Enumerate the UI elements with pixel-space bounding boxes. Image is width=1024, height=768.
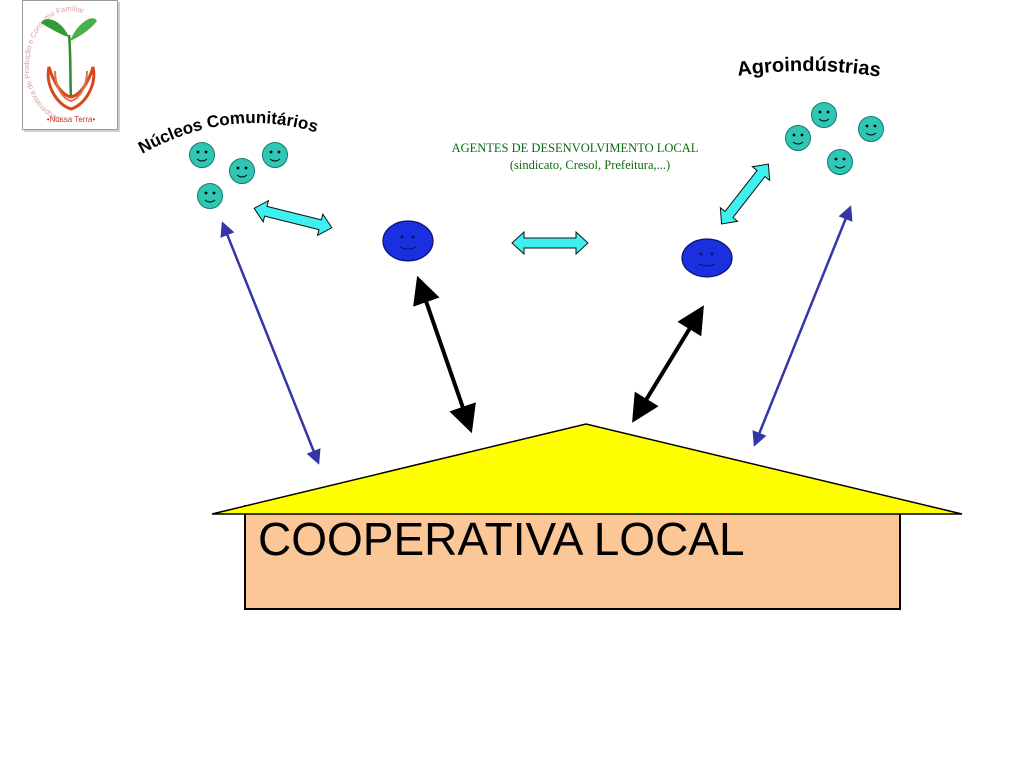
link-agroindustries-cooperative <box>752 205 853 447</box>
cooperative-logo: Cooperativa de Produção e Consumo Famili… <box>22 0 118 130</box>
smiley-face-icon <box>785 125 811 151</box>
smiley-face-icon <box>262 142 288 168</box>
double-arrow-icon <box>253 199 333 237</box>
smiley-face-icon <box>197 183 223 209</box>
cooperative-roof <box>211 423 963 515</box>
logo-bottom-text: •Nossa Terra• <box>47 115 96 124</box>
agroindustry-faces <box>785 102 884 175</box>
smiley-face-icon <box>858 116 884 142</box>
agent-face-right <box>681 238 733 278</box>
agents-note: AGENTES DE DESENVOLVIMENTO LOCAL (sindic… <box>405 140 745 174</box>
agent-face-left <box>382 220 434 262</box>
leaf-sprout-icon: Cooperativa de Produção e Consumo Famili… <box>23 4 97 124</box>
double-arrow-icon <box>719 163 771 225</box>
agroindustries-title: Agroindústrias <box>736 54 883 82</box>
agents-title: AGENTES DE DESENVOLVIMENTO LOCAL <box>451 141 699 155</box>
double-arrow-icon <box>511 230 589 256</box>
smiley-face-icon <box>827 149 853 175</box>
smiley-face-icon <box>811 102 837 128</box>
community-faces <box>189 142 288 209</box>
cooperative-label: COOPERATIVA LOCAL <box>258 513 745 565</box>
agents-examples: (sindicato, Cresol, Prefeitura,...) <box>509 158 671 172</box>
smiley-face-icon <box>229 158 255 184</box>
link-agent-right-cooperative <box>632 305 704 423</box>
cooperative-house-body <box>244 505 901 610</box>
link-communities-cooperative <box>220 221 321 465</box>
communities-title: Núcleos Comunitários <box>135 108 320 157</box>
link-agent-left-cooperative <box>413 275 476 434</box>
smiley-face-icon <box>189 142 215 168</box>
